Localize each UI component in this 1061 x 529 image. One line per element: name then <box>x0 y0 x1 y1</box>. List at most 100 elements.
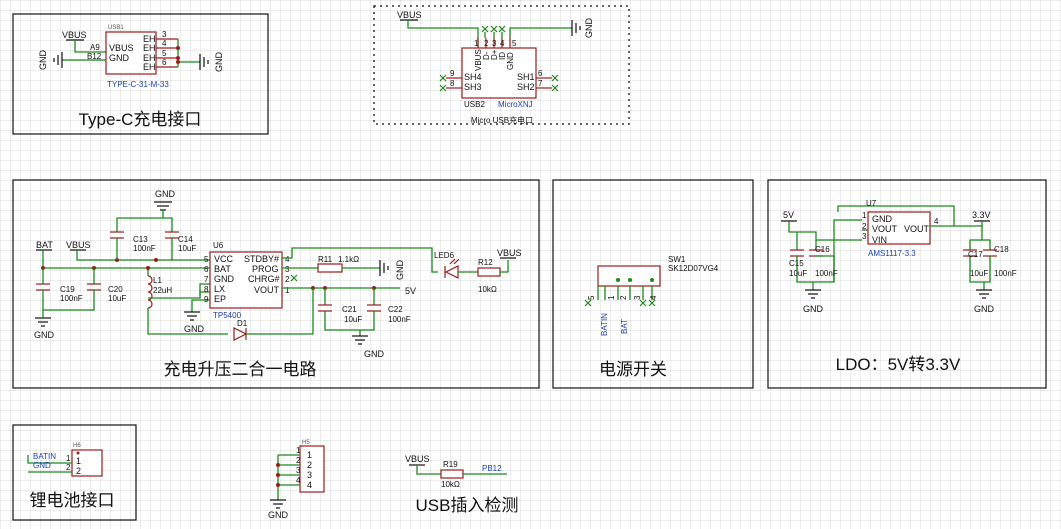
header-h5: H5 1 2 3 4 1 2 3 4 GND <box>268 440 325 520</box>
svg-text:1: 1 <box>76 456 81 466</box>
ldo-circuit: 5V GND C15 10uF C16 100nF U7 GND VOUT VI… <box>781 199 1017 314</box>
svg-text:6: 6 <box>204 265 209 274</box>
svg-text:3: 3 <box>492 39 497 48</box>
svg-text:CHRG#: CHRG# <box>248 274 280 284</box>
svg-text:5V: 5V <box>405 286 416 296</box>
svg-text:BATIN: BATIN <box>33 452 56 461</box>
svg-text:C18: C18 <box>994 245 1009 254</box>
charger-circuit: BAT VBUS GND C13 100nF C14 10uF GND C19 … <box>34 189 522 359</box>
svg-text:8: 8 <box>450 79 455 88</box>
svg-text:100nF: 100nF <box>388 315 411 324</box>
svg-text:2: 2 <box>76 466 81 476</box>
switch-frame <box>552 179 754 389</box>
svg-text:LX: LX <box>214 284 225 294</box>
svg-text:C20: C20 <box>108 285 123 294</box>
battery-title: 锂电池接口 <box>30 491 115 510</box>
h5-body <box>299 445 325 493</box>
svg-text:C22: C22 <box>388 305 403 314</box>
svg-text:H6: H6 <box>73 443 81 449</box>
svg-text:U7: U7 <box>866 199 877 208</box>
svg-text:6: 6 <box>162 58 167 67</box>
svg-text:1: 1 <box>474 39 479 48</box>
svg-text:2: 2 <box>307 460 312 470</box>
svg-text:PB12: PB12 <box>482 464 502 473</box>
svg-text:EH: EH <box>143 43 156 53</box>
svg-text:GND: GND <box>33 461 51 470</box>
svg-text:GND: GND <box>395 260 405 281</box>
svg-text:LED6: LED6 <box>434 251 455 260</box>
svg-text:5V: 5V <box>783 210 794 220</box>
svg-text:BAT: BAT <box>620 319 629 334</box>
typec-vbus-net: VBUS <box>62 30 87 40</box>
svg-text:100nF: 100nF <box>133 244 156 253</box>
svg-text:GND: GND <box>872 214 893 224</box>
svg-text:1: 1 <box>66 454 71 463</box>
svg-text:2: 2 <box>296 456 301 465</box>
svg-text:D+: D+ <box>490 49 499 60</box>
svg-text:GND: GND <box>184 324 205 334</box>
svg-text:1: 1 <box>296 446 301 455</box>
typec-designator: USB1 <box>108 25 124 31</box>
svg-text:1.1kΩ: 1.1kΩ <box>338 255 359 264</box>
svg-text:1: 1 <box>862 211 867 220</box>
svg-text:GND: GND <box>109 53 130 63</box>
svg-text:10uF: 10uF <box>108 294 126 303</box>
svg-text:VOUT: VOUT <box>872 224 898 234</box>
typec-frame <box>12 13 269 135</box>
svg-text:5: 5 <box>204 255 209 264</box>
usbdetect-title: USB插入检测 <box>416 496 519 515</box>
svg-text:1: 1 <box>607 295 616 300</box>
svg-text:1: 1 <box>307 450 312 460</box>
svg-text:6: 6 <box>538 69 543 78</box>
svg-text:4: 4 <box>285 255 290 264</box>
battery-connector: H6 BATIN GND 1 2 1 2 <box>27 443 103 477</box>
svg-text:GND: GND <box>506 52 515 70</box>
svg-text:GND: GND <box>974 304 995 314</box>
svg-text:VCC: VCC <box>214 254 234 264</box>
svg-text:VBUS: VBUS <box>66 240 91 250</box>
svg-text:C15: C15 <box>789 259 804 268</box>
svg-text:TP5400: TP5400 <box>213 311 242 320</box>
svg-text:3.3V: 3.3V <box>972 210 991 220</box>
svg-text:2: 2 <box>862 222 867 231</box>
svg-text:4: 4 <box>649 295 658 300</box>
svg-text:U6: U6 <box>213 241 224 250</box>
switch-circuit: 5 1 2 3 4 BATIN BAT SW1 SK12D07VG4 <box>584 255 719 336</box>
svg-text:10uF: 10uF <box>789 269 807 278</box>
svg-text:VBUS: VBUS <box>497 248 522 258</box>
svg-text:22uH: 22uH <box>153 286 172 295</box>
svg-text:3: 3 <box>285 265 290 274</box>
svg-text:R12: R12 <box>478 258 493 267</box>
svg-text:BAT: BAT <box>214 264 231 274</box>
svg-text:2: 2 <box>619 295 628 300</box>
svg-text:C14: C14 <box>178 235 193 244</box>
svg-text:9: 9 <box>204 295 209 304</box>
typec-part: TYPE-C-31-M-33 <box>107 80 169 89</box>
svg-text:4: 4 <box>934 217 939 226</box>
svg-text:VOUT: VOUT <box>254 285 280 295</box>
svg-text:SH4: SH4 <box>464 72 482 82</box>
svg-text:SH2: SH2 <box>517 82 535 92</box>
typec-gnd-right: GND <box>214 52 224 73</box>
svg-text:L1: L1 <box>153 276 162 285</box>
svg-text:9: 9 <box>450 69 455 78</box>
svg-text:SH3: SH3 <box>464 82 482 92</box>
typec-connector: VBUS GND USB1 A9 VBUS B12 GND EH EH EH E… <box>38 25 224 89</box>
svg-text:5: 5 <box>587 295 596 300</box>
svg-text:C19: C19 <box>60 285 75 294</box>
typec-gnd-left: GND <box>38 50 48 71</box>
svg-text:C13: C13 <box>133 235 148 244</box>
svg-text:GND: GND <box>268 510 289 520</box>
svg-text:5: 5 <box>512 39 517 48</box>
svg-text:VBUS: VBUS <box>109 43 134 53</box>
svg-text:USB2: USB2 <box>464 100 485 109</box>
svg-text:GND: GND <box>214 274 235 284</box>
ams1117-body <box>867 211 931 245</box>
svg-text:BAT: BAT <box>36 240 53 250</box>
svg-text:C17: C17 <box>968 250 983 259</box>
svg-text:4: 4 <box>296 476 301 485</box>
svg-text:MicroXNJ: MicroXNJ <box>498 100 533 109</box>
svg-text:VOUT: VOUT <box>904 224 930 234</box>
